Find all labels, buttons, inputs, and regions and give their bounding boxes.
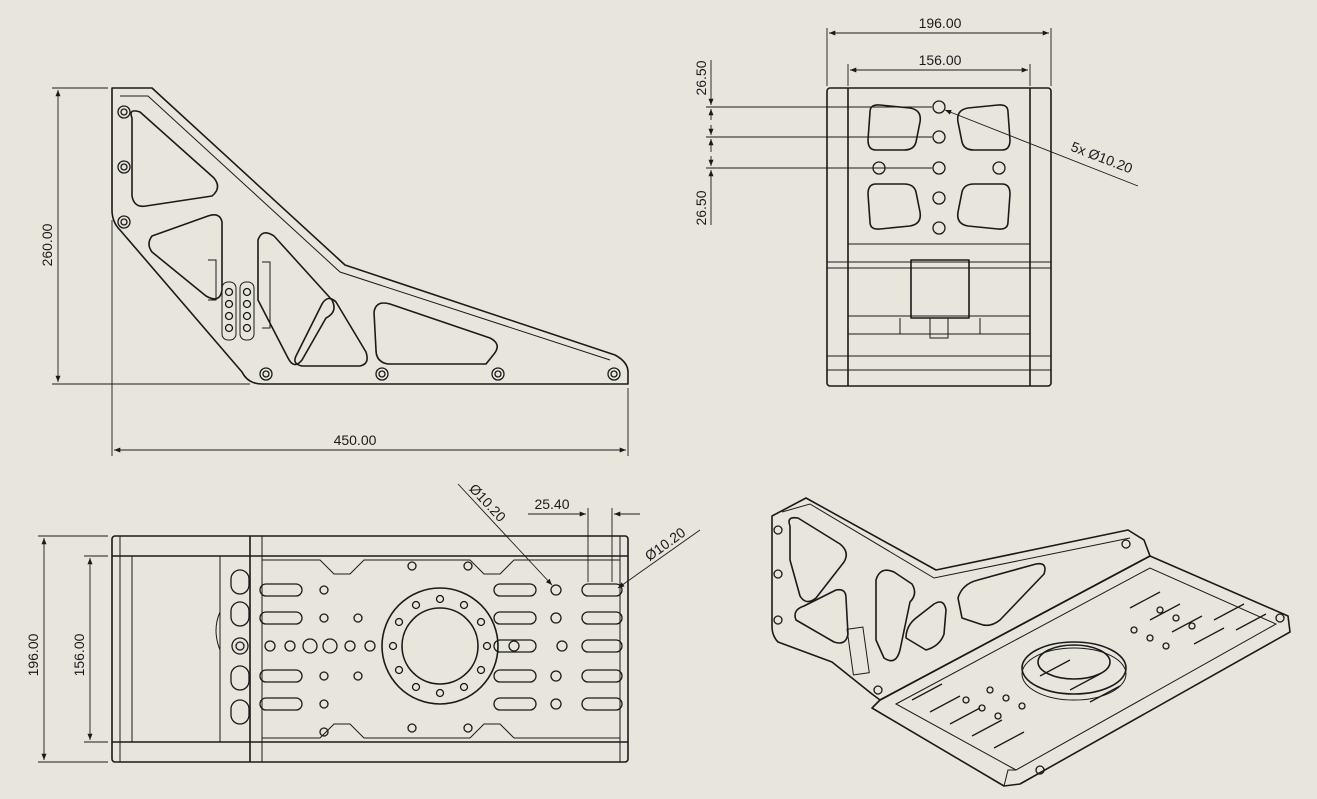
top-slot-rows xyxy=(259,583,623,711)
slot-bracket-left xyxy=(208,259,217,301)
side-plate-inner-edge xyxy=(120,95,611,361)
cutout-mid-triangle xyxy=(148,214,223,300)
top-center-flange xyxy=(381,587,499,705)
dim-196-front: 196.00 xyxy=(826,15,1052,86)
top-left-bracket xyxy=(215,611,221,690)
side-fasteners xyxy=(117,105,621,381)
dim-text-196-front: 196.00 xyxy=(919,15,962,31)
front-outer-body xyxy=(826,87,1052,387)
dim-text-26-50-top: 26.50 xyxy=(693,60,709,95)
dim-width-450: 450.00 xyxy=(111,220,629,456)
iso-cutout-1 xyxy=(788,516,848,603)
top-small-holes xyxy=(264,561,568,737)
dim-text-156-front: 156.00 xyxy=(919,52,962,68)
slot-holes xyxy=(224,287,252,333)
iso-cutout-4 xyxy=(905,601,947,651)
iso-flange-outer xyxy=(1021,641,1127,695)
iso-fasteners xyxy=(773,525,1285,775)
front-view: 196.00 156.00 26.50 26.50 5x Ø10.20 xyxy=(693,15,1139,387)
iso-cutout-5 xyxy=(957,562,1046,627)
dim-196-top: 196.00 xyxy=(25,535,108,763)
iso-slot-stack xyxy=(846,626,870,676)
front-center-block xyxy=(910,259,970,319)
front-center-stem xyxy=(929,317,949,339)
dim-text-26-50-bottom: 26.50 xyxy=(693,190,709,225)
cutout-lower-long xyxy=(373,302,498,365)
top-inner-plate xyxy=(262,559,621,739)
top-view: 196.00 156.00 25.40 Ø10.20 Ø10.20 xyxy=(25,480,701,763)
front-holes xyxy=(872,100,1006,235)
side-plate-outline xyxy=(111,87,629,385)
iso-floor-slots xyxy=(911,591,1267,749)
side-view: 260.00 450.00 xyxy=(39,87,629,456)
cutout-mid-slot xyxy=(257,232,335,366)
cutout-upper-triangle xyxy=(130,110,219,208)
iso-floor-plate xyxy=(871,555,1291,787)
slot-column-right xyxy=(239,281,255,341)
front-cutout-br xyxy=(956,183,1011,230)
iso-side-plate xyxy=(771,497,1151,701)
iso-cutout-2 xyxy=(794,588,849,644)
dim-156-front: 156.00 xyxy=(847,52,1031,86)
dim-text-260: 260.00 xyxy=(39,223,55,266)
top-left-slots xyxy=(230,569,250,725)
dim-text-156-top: 156.00 xyxy=(71,633,87,676)
callout-text-5x: 5x Ø10.20 xyxy=(1069,138,1135,176)
iso-flange-inner xyxy=(1037,644,1111,680)
front-cutout-bl xyxy=(867,183,922,230)
iso-view xyxy=(771,497,1291,787)
dim-26-50: 26.50 26.50 xyxy=(693,60,932,226)
slot-bracket-right xyxy=(262,261,271,329)
dim-text-25-40: 25.40 xyxy=(534,496,569,512)
cutout-lower-triangle xyxy=(294,297,368,367)
callout-text-dia-b: Ø10.20 xyxy=(642,524,689,564)
callout-dia-b: Ø10.20 xyxy=(617,524,701,589)
front-cutout-tr xyxy=(956,104,1011,151)
callout-text-dia-a: Ø10.20 xyxy=(466,480,509,525)
dim-height-260: 260.00 xyxy=(39,87,250,385)
iso-floor-holes xyxy=(962,606,1196,720)
dim-text-196-top: 196.00 xyxy=(25,633,41,676)
dim-25-40: 25.40 xyxy=(528,496,640,582)
front-cutout-tl xyxy=(867,104,922,151)
dim-156-top: 156.00 xyxy=(71,555,108,743)
iso-cutout-3 xyxy=(875,569,916,662)
callout-5x-holes: 5x Ø10.20 xyxy=(944,109,1139,187)
top-outer-body xyxy=(111,535,629,763)
dim-text-450: 450.00 xyxy=(334,432,377,448)
slot-column-left xyxy=(221,281,237,341)
